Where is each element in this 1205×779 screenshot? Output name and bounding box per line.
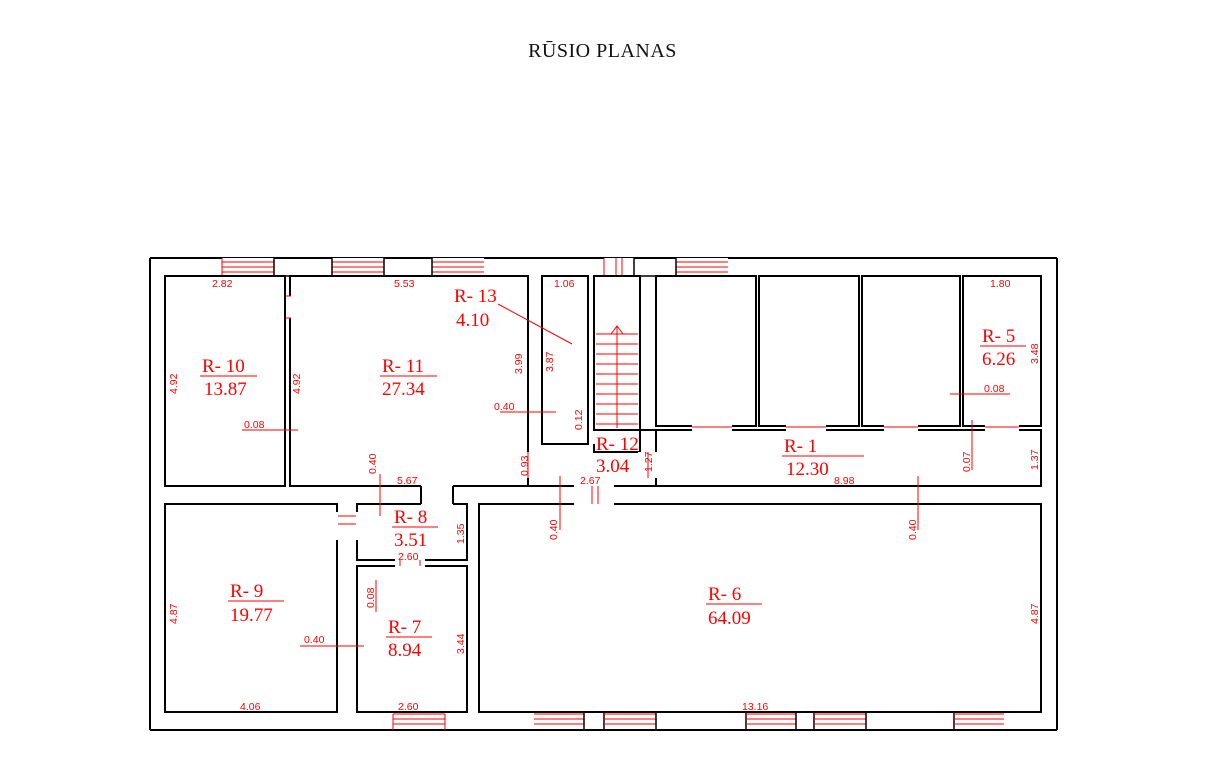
dim-r7-width: 2.60	[398, 701, 419, 713]
room-r1-id: R- 1	[784, 436, 817, 457]
dim-r9-height: 4.87	[168, 603, 180, 624]
dim-r12-right: 1.27	[643, 451, 655, 472]
room-r10-id: R- 10	[202, 356, 245, 377]
stair-outline	[593, 275, 641, 431]
dim-r7-height: 3.44	[455, 633, 467, 654]
room-r11-outline	[289, 275, 529, 487]
room-closet-outline	[541, 275, 589, 445]
room-r6-id: R- 6	[708, 584, 741, 605]
dim-closet-wall: 0.12	[573, 409, 585, 430]
room-r10-area: 13.87	[204, 379, 247, 400]
dim-r10-width: 2.82	[212, 278, 233, 290]
dim-closet-height: 3.87	[544, 351, 556, 372]
dim-r5-wall: 0.08	[984, 383, 1005, 395]
dim-r9-wall: 0.40	[304, 634, 325, 646]
room-r9-outline	[164, 503, 338, 713]
dimension-labels: 2.82 4.92 0.08 5.53 4.92 3.99 0.40 5.67 …	[168, 278, 1041, 713]
room-r13-id: R- 13	[454, 286, 497, 307]
room-r6-area: 64.09	[708, 608, 751, 629]
dim-r9-width: 4.06	[240, 701, 261, 713]
dim-r8-width: 2.60	[398, 551, 419, 563]
dimension-lines	[242, 303, 1010, 647]
dim-r11-height-right: 3.99	[513, 353, 525, 374]
room-r6-outline	[478, 503, 1042, 713]
dim-r12-width: 2.67	[580, 475, 601, 487]
room-r8-area: 3.51	[394, 530, 427, 551]
dim-r1-wall: 0.07	[961, 451, 973, 472]
dim-r1-height: 1.37	[1029, 449, 1041, 470]
room-r9-id: R- 9	[230, 581, 263, 602]
dim-r11-wall: 0.40	[494, 401, 515, 413]
room-r11-id: R- 11	[382, 356, 424, 377]
storage-room-1-outline	[655, 275, 757, 427]
storage-room-3-outline	[861, 275, 961, 427]
room-r7-id: R- 7	[388, 617, 421, 638]
room-r12-outline	[527, 429, 657, 487]
stair-treads	[596, 325, 638, 428]
dim-r5-height: 3.48	[1029, 343, 1041, 364]
dim-r6-wall-left: 0.40	[548, 519, 560, 540]
storage-room-2-outline	[758, 275, 860, 427]
room-r5-area: 6.26	[982, 349, 1015, 370]
dim-r6-wall-right: 0.40	[907, 519, 919, 540]
room-r9-area: 19.77	[230, 605, 273, 626]
dim-r10-wall: 0.08	[244, 419, 265, 431]
top-windows	[221, 257, 728, 277]
room-r5-id: R- 5	[982, 326, 1015, 347]
dim-closet-width: 1.06	[554, 278, 575, 290]
room-r7-area: 8.94	[388, 640, 422, 661]
dim-r10-height: 4.92	[168, 373, 180, 394]
dim-r11-height-left: 4.92	[291, 373, 303, 394]
bottom-windows	[392, 711, 1004, 731]
dim-r11-bottom: 5.67	[397, 475, 418, 487]
room-r1-area: 12.30	[786, 459, 829, 480]
room-r12-area: 3.04	[596, 456, 630, 477]
dim-r6-height: 4.87	[1029, 603, 1041, 624]
room-r8-id: R- 8	[394, 507, 427, 528]
dim-r1-width: 8.98	[834, 475, 855, 487]
dim-r6-width: 13.16	[742, 701, 768, 713]
room-r12-id: R- 12	[596, 434, 639, 455]
dim-r11-width: 5.53	[394, 278, 415, 290]
room-r11-area: 27.34	[382, 379, 425, 400]
room-r13-area: 4.10	[456, 310, 489, 331]
dim-r8-height: 1.35	[455, 523, 467, 544]
dim-r12-left: 0.93	[519, 455, 531, 476]
dim-r8-top-wall: 0.40	[367, 453, 379, 474]
door-openings	[286, 295, 1019, 567]
room-r10-outline	[164, 275, 286, 487]
dim-r7-wall: 0.08	[365, 587, 377, 608]
page-title: RŪSIO PLANAS	[528, 40, 677, 62]
dim-r5-width: 1.80	[990, 278, 1011, 290]
room-labels: R- 10 13.87 R- 11 27.34 R- 13 4.10 R- 5 …	[200, 286, 1026, 661]
